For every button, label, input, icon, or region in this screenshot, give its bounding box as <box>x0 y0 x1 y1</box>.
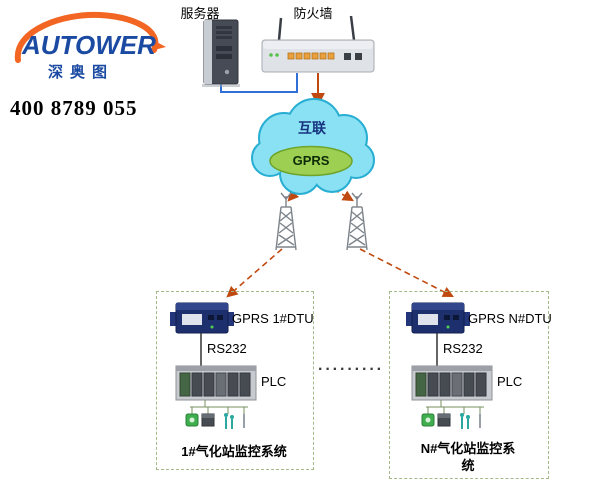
station-1-title: 1#气化站监控系统 <box>181 444 287 459</box>
antenna-tower-1-icon <box>275 192 297 251</box>
rs232-1-label: RS232 <box>207 341 247 356</box>
cloud-icon <box>251 98 375 195</box>
rs232-2-label: RS232 <box>443 341 483 356</box>
autower-logo: AUTOWER 深奥图 <box>6 8 170 88</box>
logo-brand-text: AUTOWER <box>22 30 156 60</box>
server-label: 服务器 <box>180 6 220 21</box>
logo-swoosh-icon <box>14 11 166 63</box>
plc-1-label: PLC <box>261 374 287 389</box>
sensor-cluster-2 <box>421 400 484 429</box>
firewall-icon <box>261 15 375 73</box>
dtu-1-icon <box>170 302 234 334</box>
dtu-1-label: GPRS 1#DTU <box>232 311 314 326</box>
logo-brand-cn-text: 深奥图 <box>48 64 115 81</box>
server-firewall-cable <box>220 73 298 93</box>
station-2-box <box>389 291 549 479</box>
firewall-label: 防火墙 <box>293 6 333 21</box>
sensor-cluster-1 <box>185 400 248 429</box>
plc-2-label: PLC <box>497 374 523 389</box>
antenna2-dtu2-link <box>359 248 454 298</box>
wireless-links <box>226 183 454 298</box>
gprs-ellipse <box>269 145 353 177</box>
plc-1-icon <box>175 365 257 401</box>
dtu-2-label: GPRS N#DTU <box>468 311 552 326</box>
station-1-box <box>156 291 314 470</box>
antenna-tower-2-icon <box>346 192 368 251</box>
gprs-label: GPRS <box>292 153 330 168</box>
service-phone-number: 400 8789 055 <box>10 96 138 120</box>
plc-2-icon <box>411 365 493 401</box>
stations-ellipsis-separator: ········· <box>318 361 384 378</box>
station-2-title-text: N#气化站监控系统 <box>420 441 516 473</box>
server-icon <box>202 19 240 87</box>
station-2-title: N#气化站监控系统 <box>389 441 547 475</box>
antenna1-dtu1-link <box>226 248 283 298</box>
dtu-2-icon <box>406 302 470 334</box>
internet-cloud-label: 互联 <box>298 120 326 136</box>
